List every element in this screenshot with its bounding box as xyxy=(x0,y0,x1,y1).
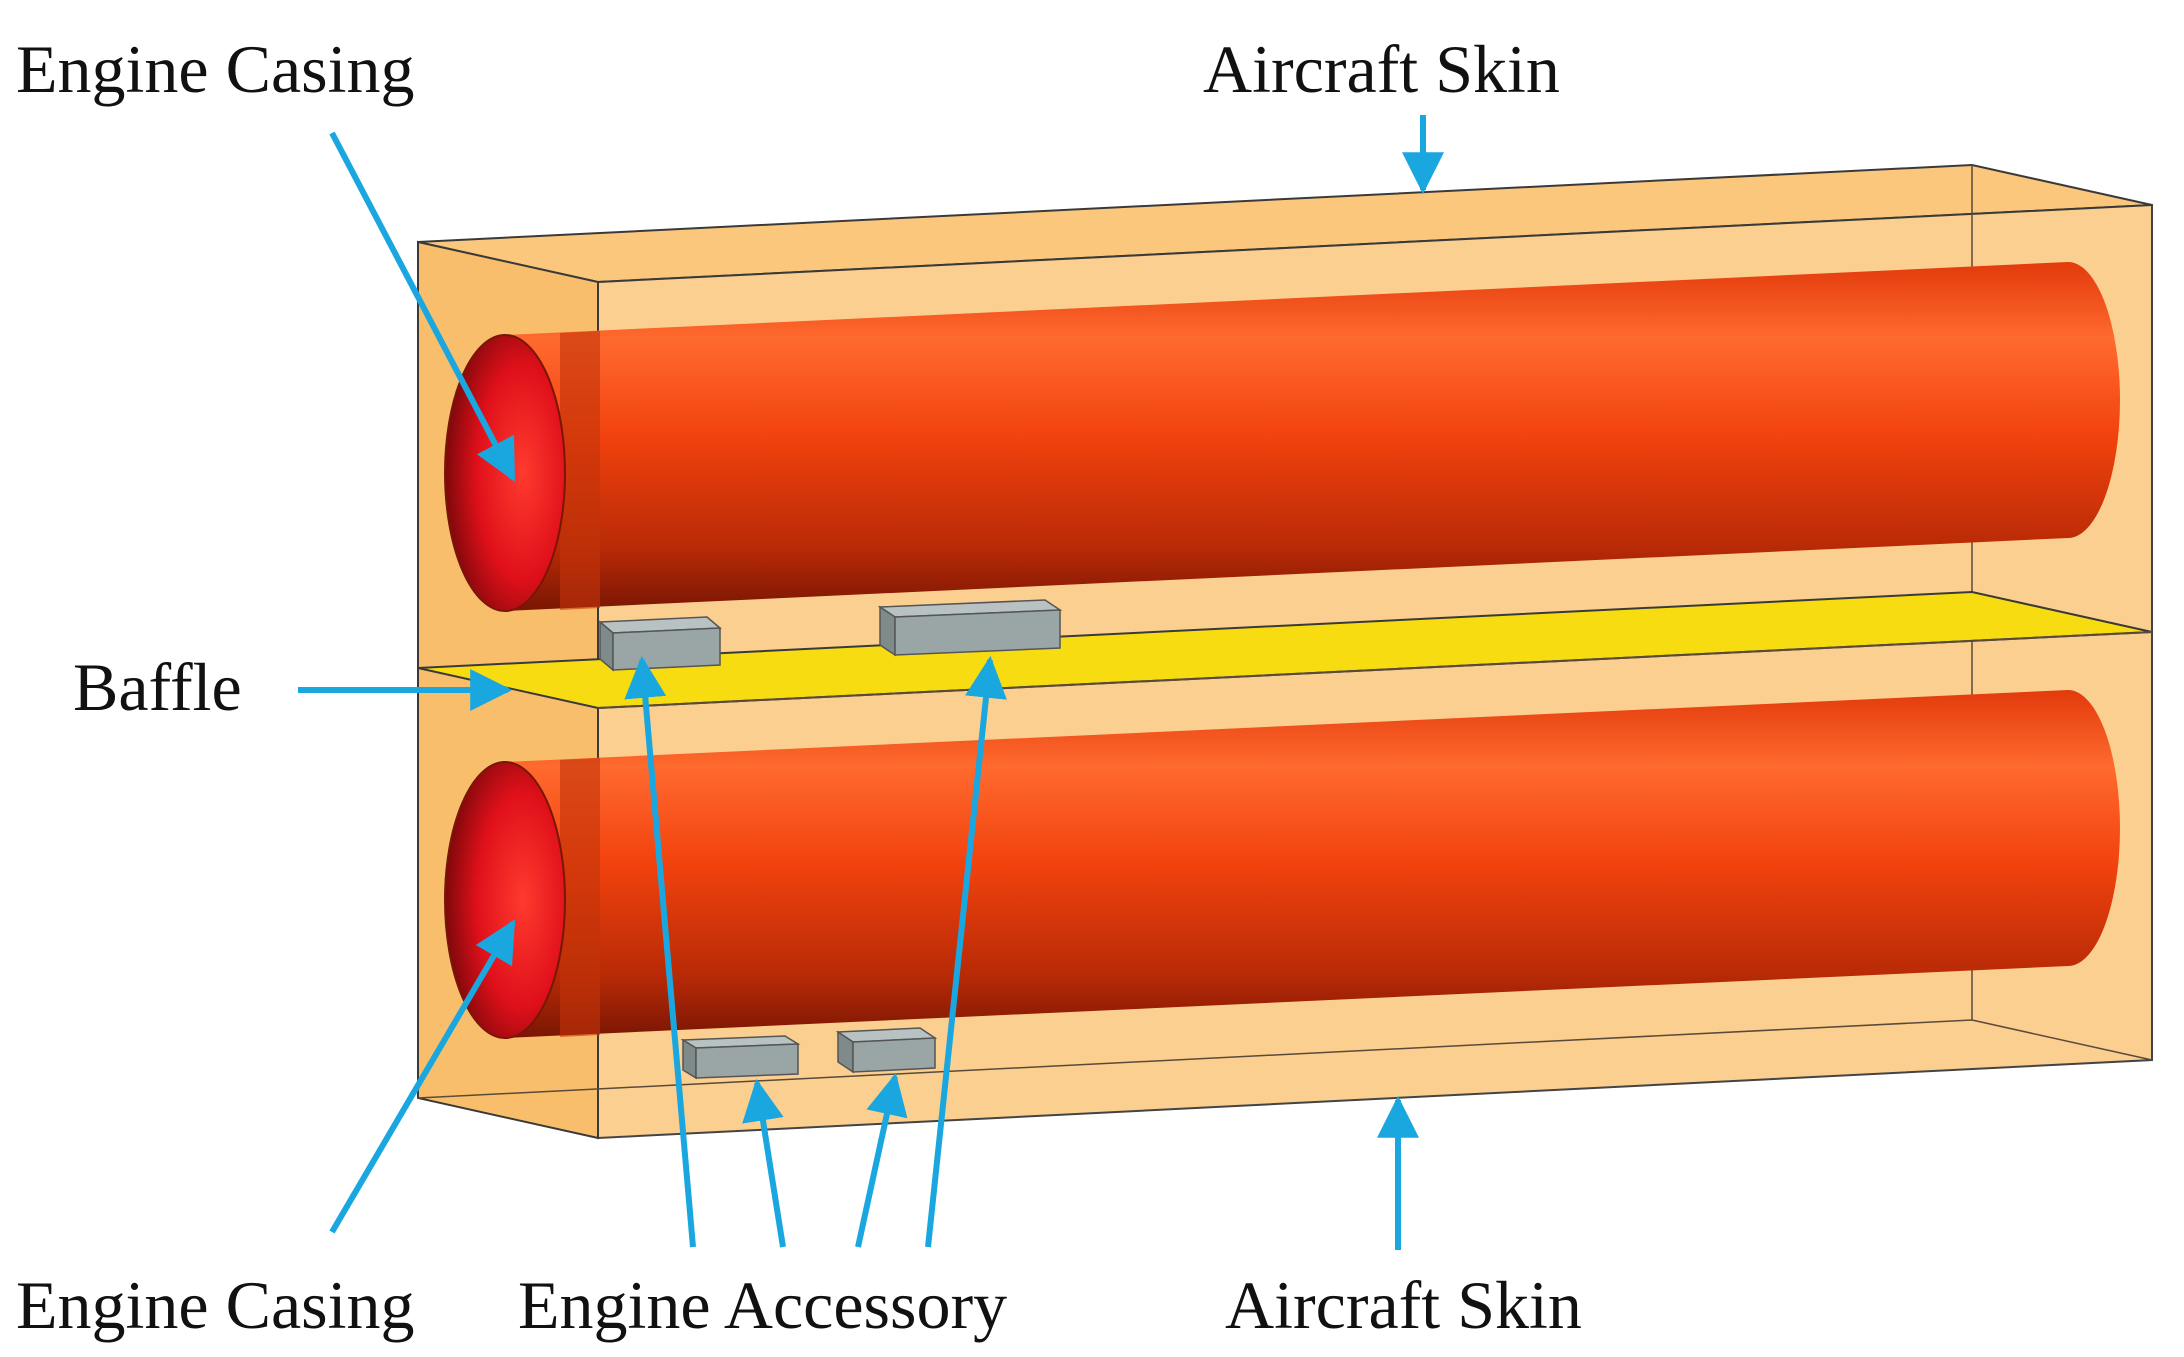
label-aircraft-skin-top: Aircraft Skin xyxy=(1203,31,1560,107)
baffle-plate xyxy=(417,590,2153,710)
arrow-accessory-3 xyxy=(855,1072,908,1248)
arrow-engine-casing-top xyxy=(329,131,516,482)
arrow-accessory-2 xyxy=(742,1078,786,1248)
arrow-engine-casing-bottom xyxy=(329,919,516,1234)
leader-arrows xyxy=(298,115,1444,1250)
accessory-lower-left xyxy=(680,1035,801,1080)
label-baffle: Baffle xyxy=(73,649,242,725)
accessory-upper-left xyxy=(598,616,722,672)
casing-top-shadow xyxy=(560,331,600,610)
baffle-front-edge xyxy=(597,631,2153,709)
casing-bottom-opening xyxy=(444,761,566,1039)
engine-casing-bottom xyxy=(444,690,2120,1039)
label-aircraft-skin-bottom: Aircraft Skin xyxy=(1225,1267,1582,1343)
accessory-lower-right xyxy=(835,1027,938,1074)
casing-bottom-shadow xyxy=(560,758,600,1037)
casing-bottom-body xyxy=(505,690,2120,1038)
engine-casing-top xyxy=(444,262,2120,612)
accessory-upper-right xyxy=(877,599,1063,657)
label-engine-accessory: Engine Accessory xyxy=(518,1267,1007,1343)
label-engine-casing-top: Engine Casing xyxy=(16,31,415,107)
arrow-accessory-4 xyxy=(925,655,1007,1248)
arrow-accessory-1 xyxy=(624,655,696,1248)
label-engine-casing-bottom: Engine Casing xyxy=(16,1267,415,1343)
casing-top-body xyxy=(505,262,2120,611)
